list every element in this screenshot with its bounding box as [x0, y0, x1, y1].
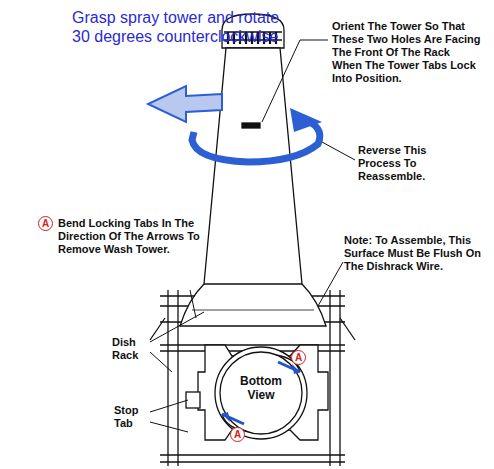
- callout-circle: A: [230, 427, 245, 442]
- reassemble-note: Reverse This Process To Reassemble.: [358, 144, 468, 183]
- part-name: Dish Rack: [112, 336, 152, 362]
- orientation-note: Orient The Tower So That These Two Holes…: [332, 20, 482, 85]
- locking-tab-note: Bend Locking Tabs In The Direction Of Th…: [58, 217, 218, 256]
- bottom-view: Bottom View: [226, 370, 296, 406]
- callout-circle: A: [38, 216, 53, 231]
- callout-circle: A: [291, 350, 306, 365]
- part-name: Stop Tab: [114, 404, 150, 430]
- instruction-text: Grasp spray tower and rotate 30 degrees …: [72, 8, 287, 46]
- view-label: Bottom View: [226, 374, 296, 402]
- callout-letter: A: [234, 430, 241, 440]
- callout-letter: A: [295, 353, 302, 363]
- assembly-note: Note: To Assemble, This Surface Must Be …: [344, 234, 490, 273]
- callout-letter: A: [42, 219, 49, 229]
